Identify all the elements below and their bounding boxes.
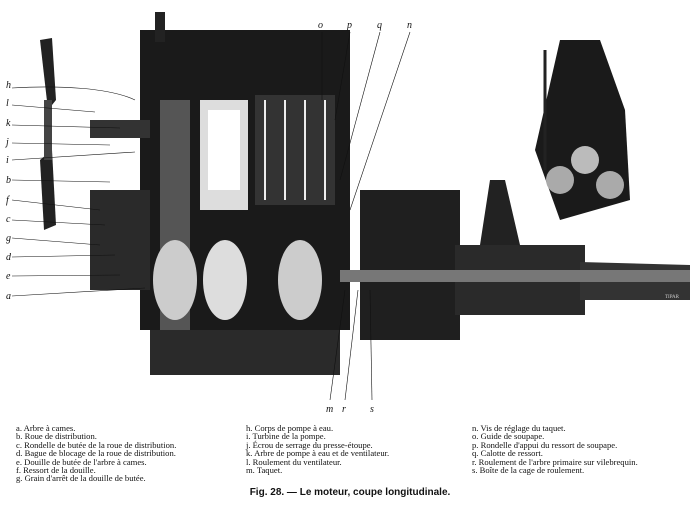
svg-text:g: g	[6, 233, 11, 244]
fan-blade	[40, 38, 56, 230]
legend-column-2: h. Corps de pompe à eau. i. Turbine de l…	[246, 423, 390, 476]
legend-item: i. Turbine de la pompe.	[246, 431, 326, 442]
legend-item: l. Roulement du ventilateur.	[246, 456, 342, 467]
svg-text:s: s	[370, 404, 374, 415]
svg-text:c: c	[6, 214, 11, 225]
svg-text:k: k	[6, 118, 11, 129]
legend-item: e. Douille de butée de l'arbre à cames.	[16, 456, 147, 467]
legend-item: k. Arbre de pompe à eau et de ventilateu…	[246, 448, 390, 459]
legend-item: r. Roulement de l'arbre primaire sur vil…	[472, 456, 638, 467]
legend-item: o. Guide de soupape.	[472, 431, 545, 442]
svg-text:p: p	[346, 20, 352, 31]
legend-item: p. Rondelle d'appui du ressort de soupap…	[472, 439, 618, 450]
svg-text:n: n	[407, 20, 412, 31]
legend-column-1: a. Arbre à cames. b. Roue de distributio…	[16, 423, 177, 484]
svg-text:o: o	[318, 20, 323, 31]
svg-text:l: l	[6, 98, 9, 109]
gearbox	[340, 180, 690, 340]
svg-text:f: f	[6, 195, 10, 206]
svg-text:e: e	[6, 271, 11, 282]
legend-item: q. Calotte de ressort.	[472, 448, 543, 459]
part-labels-top: o p q n	[318, 20, 412, 31]
svg-text:q: q	[377, 20, 382, 31]
legend-item: j. Écrou de serrage du presse-étoupe.	[246, 439, 373, 450]
callout-lines	[11, 31, 411, 401]
engine-block	[90, 12, 350, 375]
legend-item: g. Grain d'arrêt de la douille de butée.	[16, 473, 146, 484]
svg-text:m: m	[326, 404, 333, 415]
svg-text:h: h	[6, 80, 11, 91]
svg-text:j: j	[4, 137, 9, 148]
legend-column-3: n. Vis de réglage du taquet. o. Guide de…	[472, 423, 638, 476]
svg-text:r: r	[342, 404, 346, 415]
engine-cross-section-drawing: TIPAR h l k j i b f c g d e a o p q n m …	[4, 12, 690, 415]
legend-item: a. Arbre à cames.	[16, 423, 76, 433]
inset-distribution-drawing	[535, 40, 630, 220]
svg-text:a: a	[6, 291, 11, 302]
legend-item: s. Boîte de la cage de roulement.	[472, 465, 585, 476]
part-labels-bottom: m r s	[326, 404, 374, 415]
legend-item: m. Taquet.	[246, 465, 283, 476]
legend-item: h. Corps de pompe à eau.	[246, 423, 334, 433]
legend-item: c. Rondelle de butée de la roue de distr…	[16, 439, 177, 450]
legend-item: b. Roue de distribution.	[16, 431, 97, 442]
figure-caption: Fig. 28. — Le moteur, coupe longitudinal…	[249, 487, 451, 498]
legend-item: n. Vis de réglage du taquet.	[472, 423, 566, 433]
svg-text:d: d	[6, 252, 12, 263]
svg-text:b: b	[6, 175, 11, 186]
stamp-text: TIPAR	[665, 295, 680, 300]
legend-item: d. Bague de blocage de la roue de distri…	[16, 448, 176, 459]
svg-text:i: i	[6, 155, 9, 166]
legend-item: f. Ressort de la douille.	[16, 465, 96, 476]
part-labels-left: h l k j i b f c g d e a	[4, 80, 12, 302]
